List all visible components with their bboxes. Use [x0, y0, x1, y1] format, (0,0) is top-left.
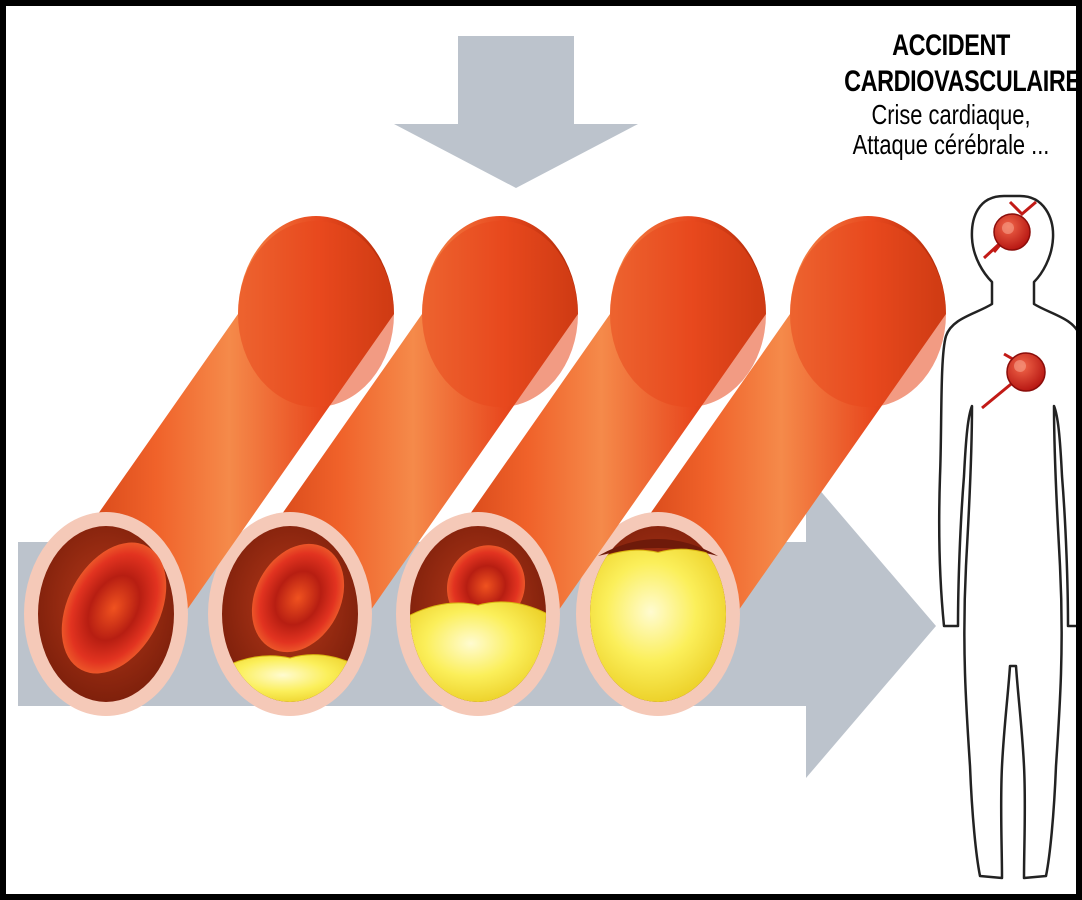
caption-block: ACCIDENT CARDIOVASCULAIRE Crise cardiaqu…	[814, 28, 1082, 160]
down-arrow-icon	[394, 36, 638, 188]
caption-subtitle-line1: Crise cardiaque,	[844, 100, 1058, 130]
caption-subtitle-line2: Attaque cérébrale ...	[844, 130, 1058, 160]
artery-end-cap	[610, 221, 766, 407]
artery-end-cap	[422, 221, 578, 407]
artery-end-cap	[238, 221, 394, 407]
human-body-icon	[939, 196, 1082, 878]
caption-title-line2: CARDIOVASCULAIRE	[844, 64, 1058, 100]
artery-end-cap	[790, 221, 946, 407]
caption-title-line1: ACCIDENT	[844, 28, 1058, 64]
